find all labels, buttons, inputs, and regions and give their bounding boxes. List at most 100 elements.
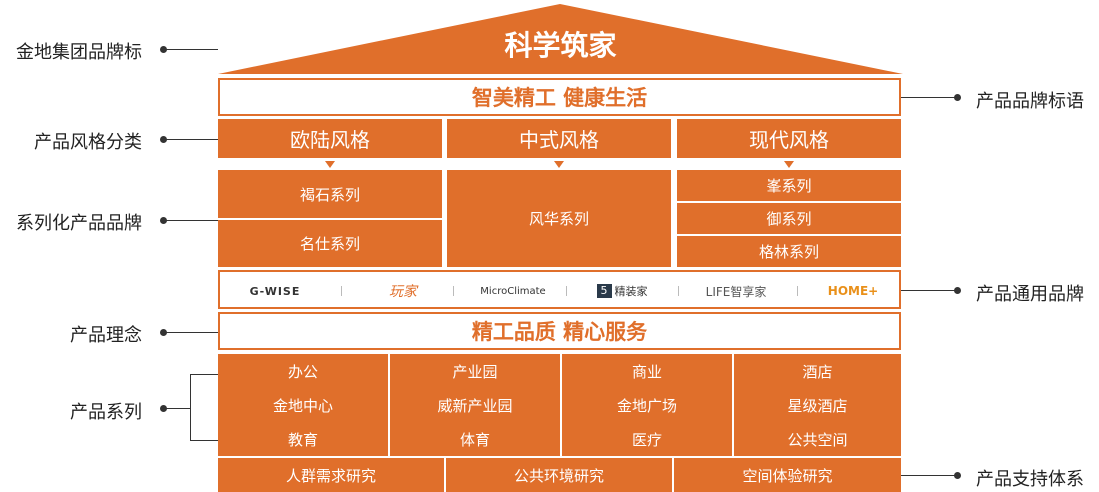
series-feng: 峯系列 <box>677 170 901 201</box>
logo-divider <box>797 286 798 296</box>
connector-dot <box>160 46 167 53</box>
product-series-cell: 公共空间 <box>734 422 901 456</box>
connector-line <box>901 290 957 291</box>
support-space-research: 空间体验研究 <box>674 458 901 492</box>
logo-divider <box>566 286 567 296</box>
connector-dot <box>160 136 167 143</box>
life-logo: LIFE智享家 <box>703 281 769 301</box>
wanjia-logo-text: 玩家 <box>389 284 417 300</box>
label-brand-slogan: 产品品牌标语 <box>976 91 1084 112</box>
label-product-concept: 产品理念 <box>70 325 142 346</box>
product-series-cell: 金地中心 <box>218 388 388 422</box>
connector-dot <box>954 472 961 479</box>
jingzhuangjia-logo: 5 精装家 <box>592 281 652 301</box>
support-crowd-research-label: 人群需求研究 <box>285 466 376 485</box>
series-fenghua: 风华系列 <box>447 170 671 267</box>
jingzhuangjia-logo-text: 精装家 <box>614 285 648 298</box>
connector-dot <box>160 329 167 336</box>
product-series-label: 产业园 <box>452 362 498 381</box>
product-series-cell: 威新产业园 <box>390 388 560 422</box>
product-series-cell: 医疗 <box>562 422 732 456</box>
logo-divider <box>678 286 679 296</box>
label-style-category: 产品风格分类 <box>34 132 142 153</box>
label-series-brand: 系列化产品品牌 <box>16 213 142 234</box>
product-series-cell: 酒店 <box>734 354 901 388</box>
label-group-brand: 金地集团品牌标 <box>16 42 142 63</box>
style-modern-label: 现代风格 <box>749 128 829 152</box>
series-gelin-label: 格林系列 <box>758 243 819 261</box>
logo-divider <box>453 286 454 296</box>
gwise-logo: G-WISE <box>240 281 310 301</box>
series-yu-label: 御系列 <box>766 210 812 228</box>
logo-divider <box>341 286 342 296</box>
connector-line <box>901 97 957 98</box>
microclimate-logo-text: MicroClimate <box>480 285 546 297</box>
bracket-line <box>190 440 218 441</box>
bracket-line <box>190 374 218 375</box>
series-fenghua-label: 风华系列 <box>528 210 589 228</box>
common-brand-strip <box>218 270 901 309</box>
roof-shape <box>218 4 903 74</box>
style-europe-label: 欧陆风格 <box>290 128 370 152</box>
arrow-down-icon <box>325 161 335 168</box>
roof-title: 科学筑家 <box>504 29 617 62</box>
style-chinese-label: 中式风格 <box>519 128 599 152</box>
connector-line <box>164 139 218 140</box>
connector-line <box>164 332 218 333</box>
product-concept-box: 精工品质 精心服务 <box>218 312 901 350</box>
microclimate-logo: MicroClimate <box>478 281 548 301</box>
series-heshi-label: 褐石系列 <box>299 185 360 204</box>
bracket-line <box>190 374 191 440</box>
product-series-label: 教育 <box>287 430 318 449</box>
product-series-label: 金地广场 <box>616 396 677 415</box>
jingzhuang-number-icon: 5 <box>596 284 612 298</box>
style-modern: 现代风格 <box>677 119 901 158</box>
series-heshi: 褐石系列 <box>218 170 442 218</box>
home-plus-logo-text: HOME+ <box>827 284 879 298</box>
product-series-label: 金地中心 <box>272 396 333 415</box>
product-concept-text: 精工品质 精心服务 <box>471 320 648 344</box>
connector-line <box>164 220 218 221</box>
support-environment-research-label: 公共环境研究 <box>513 466 604 485</box>
product-series-cell: 产业园 <box>390 354 560 388</box>
product-series-label: 医疗 <box>631 430 662 449</box>
label-common-brand: 产品通用品牌 <box>976 284 1084 305</box>
product-series-cell: 星级酒店 <box>734 388 901 422</box>
label-support-system: 产品支持体系 <box>976 469 1084 490</box>
product-series-cell: 教育 <box>218 422 388 456</box>
arrow-down-icon <box>554 161 564 168</box>
series-feng-label: 峯系列 <box>766 177 812 195</box>
label-product-series: 产品系列 <box>70 402 142 423</box>
brand-slogan-box: 智美精工 健康生活 <box>218 78 901 116</box>
brand-slogan-text: 智美精工 健康生活 <box>471 86 648 110</box>
connector-dot <box>954 287 961 294</box>
series-mingshi-label: 名仕系列 <box>299 235 360 253</box>
product-series-cell: 办公 <box>218 354 388 388</box>
connector-line <box>164 408 190 409</box>
series-yu: 御系列 <box>677 203 901 234</box>
home-plus-logo: HOME+ <box>823 281 883 301</box>
connector-dot <box>160 405 167 412</box>
product-series-label: 公共空间 <box>787 430 848 449</box>
product-series-cell: 商业 <box>562 354 732 388</box>
connector-line <box>164 49 218 50</box>
product-series-label: 酒店 <box>802 362 833 381</box>
style-europe: 欧陆风格 <box>218 119 442 158</box>
product-series-label: 威新产业园 <box>437 396 513 415</box>
product-series-cell: 金地广场 <box>562 388 732 422</box>
life-logo-text: LIFE智享家 <box>705 284 767 299</box>
product-series-cell: 体育 <box>390 422 560 456</box>
series-mingshi: 名仕系列 <box>218 220 442 267</box>
support-space-research-label: 空间体验研究 <box>742 466 833 485</box>
support-crowd-research: 人群需求研究 <box>218 458 444 492</box>
support-environment-research: 公共环境研究 <box>446 458 672 492</box>
gwise-logo-text: G-WISE <box>249 284 301 298</box>
product-series-label: 商业 <box>631 362 662 381</box>
wanjia-logo: 玩家 <box>378 281 428 301</box>
product-series-label: 星级酒店 <box>787 396 848 415</box>
arrow-down-icon <box>784 161 794 168</box>
series-gelin: 格林系列 <box>677 236 901 267</box>
connector-dot <box>954 94 961 101</box>
connector-line <box>901 475 957 476</box>
product-series-label: 体育 <box>459 430 490 449</box>
